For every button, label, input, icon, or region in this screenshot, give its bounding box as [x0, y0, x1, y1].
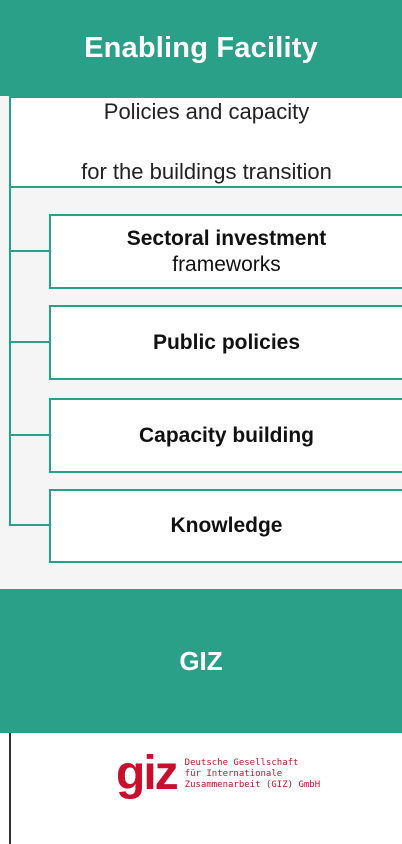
header-title: Enabling Facility — [84, 31, 318, 64]
subtitle-box: Policies and capacity for the buildings … — [9, 96, 402, 188]
subtitle-text: Policies and capacity for the buildings … — [81, 67, 332, 217]
item-1-regular: frameworks — [172, 252, 281, 276]
item-knowledge: Knowledge — [49, 489, 402, 563]
giz-block: GIZ — [0, 589, 402, 733]
giz-logo-line-1: Deutsche Gesellschaft — [184, 757, 299, 768]
connector-4 — [9, 524, 50, 526]
connector-2 — [9, 341, 50, 343]
item-sectoral-investment: Sectoral investment frameworks — [49, 214, 402, 289]
item-3-bold: Capacity building — [138, 423, 314, 447]
subtitle-line-2: for the buildings transition — [81, 159, 332, 184]
giz-logo-line-3: Zusammenarbeit (GIZ) GmbH — [184, 779, 321, 790]
item-public-policies: Public policies — [49, 305, 402, 380]
giz-logo-text: Deutsche Gesellschaft für Internationale… — [185, 758, 320, 791]
header-banner: Enabling Facility — [0, 0, 402, 96]
giz-title: GIZ — [179, 645, 223, 676]
connector-3 — [9, 434, 50, 436]
item-4-bold: Knowledge — [170, 514, 283, 537]
giz-logo-line-2: für Internationale — [184, 768, 283, 779]
tree-trunk-line — [9, 188, 11, 526]
footer-vertical-line — [9, 733, 11, 844]
giz-logo-mark: giz — [116, 747, 179, 800]
connector-1 — [9, 250, 50, 252]
giz-logo: giz Deutsche Gesellschaft für Internatio… — [116, 747, 320, 800]
item-1-bold: Sectoral investment — [126, 226, 327, 250]
subtitle-line-1: Policies and capacity — [103, 99, 310, 124]
item-capacity-building: Capacity building — [49, 398, 402, 473]
item-2-bold: Public policies — [152, 330, 301, 354]
